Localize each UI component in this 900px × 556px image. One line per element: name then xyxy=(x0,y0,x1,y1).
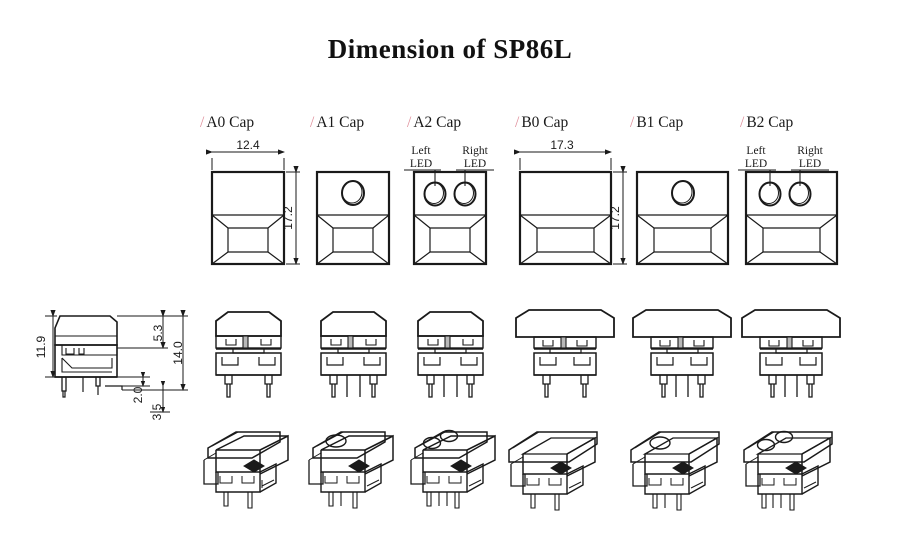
iso-view-b1 xyxy=(630,431,720,511)
dimension-a0-width-text: 12.4 xyxy=(236,138,260,152)
iso-view-b2 xyxy=(743,430,833,511)
slash-glyph: / xyxy=(310,114,315,131)
page-title: Dimension of SP86L xyxy=(327,34,573,64)
front-view-b2 xyxy=(741,309,841,398)
front-view-b1 xyxy=(632,309,732,398)
column-header-a0: /A0 Cap xyxy=(200,114,254,132)
led-label-left-a2: Left LED xyxy=(401,145,441,170)
dimension-side-2-0 xyxy=(117,372,150,387)
led-label-left-line2: LED xyxy=(409,157,433,170)
dimension-side-11-9 xyxy=(45,310,57,378)
dimension-side-3-5 xyxy=(150,381,170,413)
dimension-b0-height-text: 17.2 xyxy=(608,206,622,230)
column-header-a1: /A1 Cap xyxy=(310,114,364,132)
slash-glyph: / xyxy=(200,114,205,131)
dimension-side-2-0-text: 2.0 xyxy=(131,386,145,403)
top-view-b1 xyxy=(635,170,730,266)
iso-view-a2 xyxy=(410,429,496,509)
dimension-side-5-3 xyxy=(117,310,168,349)
front-view-b0 xyxy=(515,309,615,398)
dimension-a0-height xyxy=(286,166,300,265)
dimension-side-3-5-text: 3.5 xyxy=(150,403,164,420)
top-view-b2 xyxy=(744,170,839,266)
column-header-b0: /B0 Cap xyxy=(515,114,568,132)
slash-glyph: / xyxy=(515,114,520,131)
iso-view-a1 xyxy=(308,431,394,509)
dimension-side-5-3-text: 5.3 xyxy=(151,324,165,341)
column-header-label: B2 Cap xyxy=(746,114,794,131)
slash-glyph: / xyxy=(407,114,412,131)
led-label-right-b2: Right LED xyxy=(788,145,832,170)
dimension-b0-width-text: 17.3 xyxy=(550,138,574,152)
led-label-left-b2: Left LED xyxy=(735,145,777,170)
iso-view-a0 xyxy=(203,431,289,509)
leader-lines-b2 xyxy=(738,169,829,186)
led-label-left-line2: LED xyxy=(744,157,768,170)
led-label-right-a2: Right LED xyxy=(454,145,496,170)
led-label-right-line1: Right xyxy=(797,145,823,157)
column-header-a2: /A2 Cap xyxy=(407,114,461,132)
dimension-a0-height-text: 17.2 xyxy=(281,206,295,230)
slash-glyph: / xyxy=(630,114,635,131)
front-view-a1 xyxy=(320,311,387,398)
dimension-side-11-9-text: 11.9 xyxy=(34,335,48,358)
column-header-label: B0 Cap xyxy=(521,114,569,131)
led-label-right-line1: Right xyxy=(462,145,488,157)
front-view-a2 xyxy=(417,311,484,398)
led-label-right-line2: LED xyxy=(463,157,487,170)
leader-lines-a2 xyxy=(404,169,494,186)
column-header-label: A0 Cap xyxy=(206,114,255,131)
iso-view-b0 xyxy=(508,431,598,511)
column-header-label: A2 Cap xyxy=(413,114,462,131)
top-view-b0 xyxy=(518,170,613,266)
column-header-label: A1 Cap xyxy=(316,114,365,131)
top-view-a2 xyxy=(412,170,488,266)
column-header-b1: /B1 Cap xyxy=(630,114,683,132)
column-header-b2: /B2 Cap xyxy=(740,114,793,132)
side-view-dimensioned xyxy=(54,315,123,398)
top-view-a0 xyxy=(210,170,286,266)
slash-glyph: / xyxy=(740,114,745,131)
led-label-left-line1: Left xyxy=(746,145,766,157)
column-header-label: B1 Cap xyxy=(636,114,684,131)
dimension-a0-width xyxy=(206,149,285,170)
led-label-left-line1: Left xyxy=(411,145,431,157)
dimension-side-14-0 xyxy=(122,310,188,391)
led-label-right-line2: LED xyxy=(798,157,822,170)
dimension-b0-height xyxy=(613,166,627,265)
front-view-a0 xyxy=(215,311,282,398)
top-view-a1 xyxy=(315,170,391,266)
dimension-b0-width xyxy=(514,149,612,170)
dimension-side-14-0-text: 14.0 xyxy=(171,341,185,365)
